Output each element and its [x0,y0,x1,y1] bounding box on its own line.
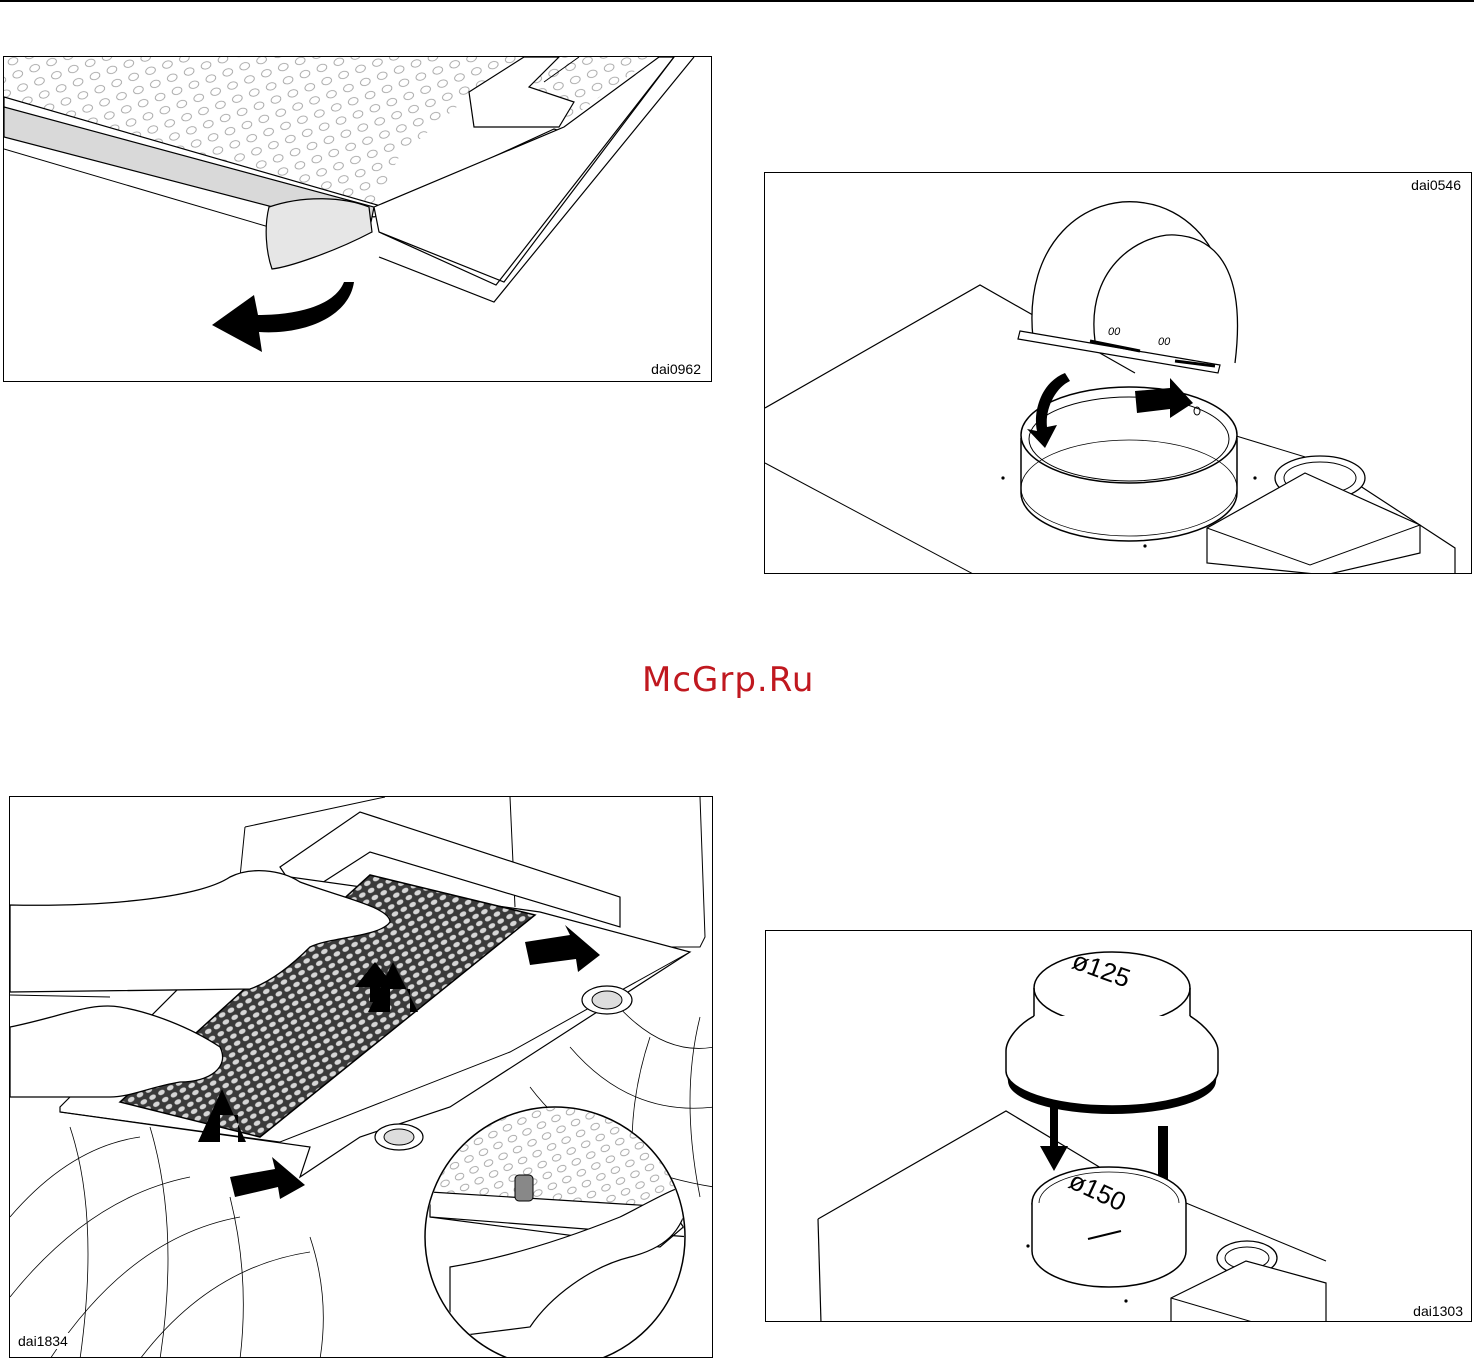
figure-code: dai0546 [1409,177,1463,193]
figure-dai1303: ø125 ø150 dai1303 [765,930,1472,1322]
filter-insertion-illustration [10,797,713,1358]
figure-code: dai0962 [649,361,703,377]
figure-code: dai1834 [16,1333,70,1349]
figure-dai1834: dai1834 [9,796,713,1358]
figure-code: dai1303 [1411,1303,1465,1319]
svg-text:00: 00 [1108,326,1121,338]
watermark: McGrp.Ru [642,660,814,700]
figure-dai0962: dai0962 [3,56,712,382]
svg-text:00: 00 [1158,336,1171,348]
top-rule [0,0,1474,2]
figure-dai0546: 00 00 dai0546 [764,172,1472,574]
filter-handle-illustration [4,57,712,382]
reducer-outlet-illustration: ø125 ø150 [766,931,1472,1322]
backflow-flap-illustration: 00 00 [765,173,1472,574]
